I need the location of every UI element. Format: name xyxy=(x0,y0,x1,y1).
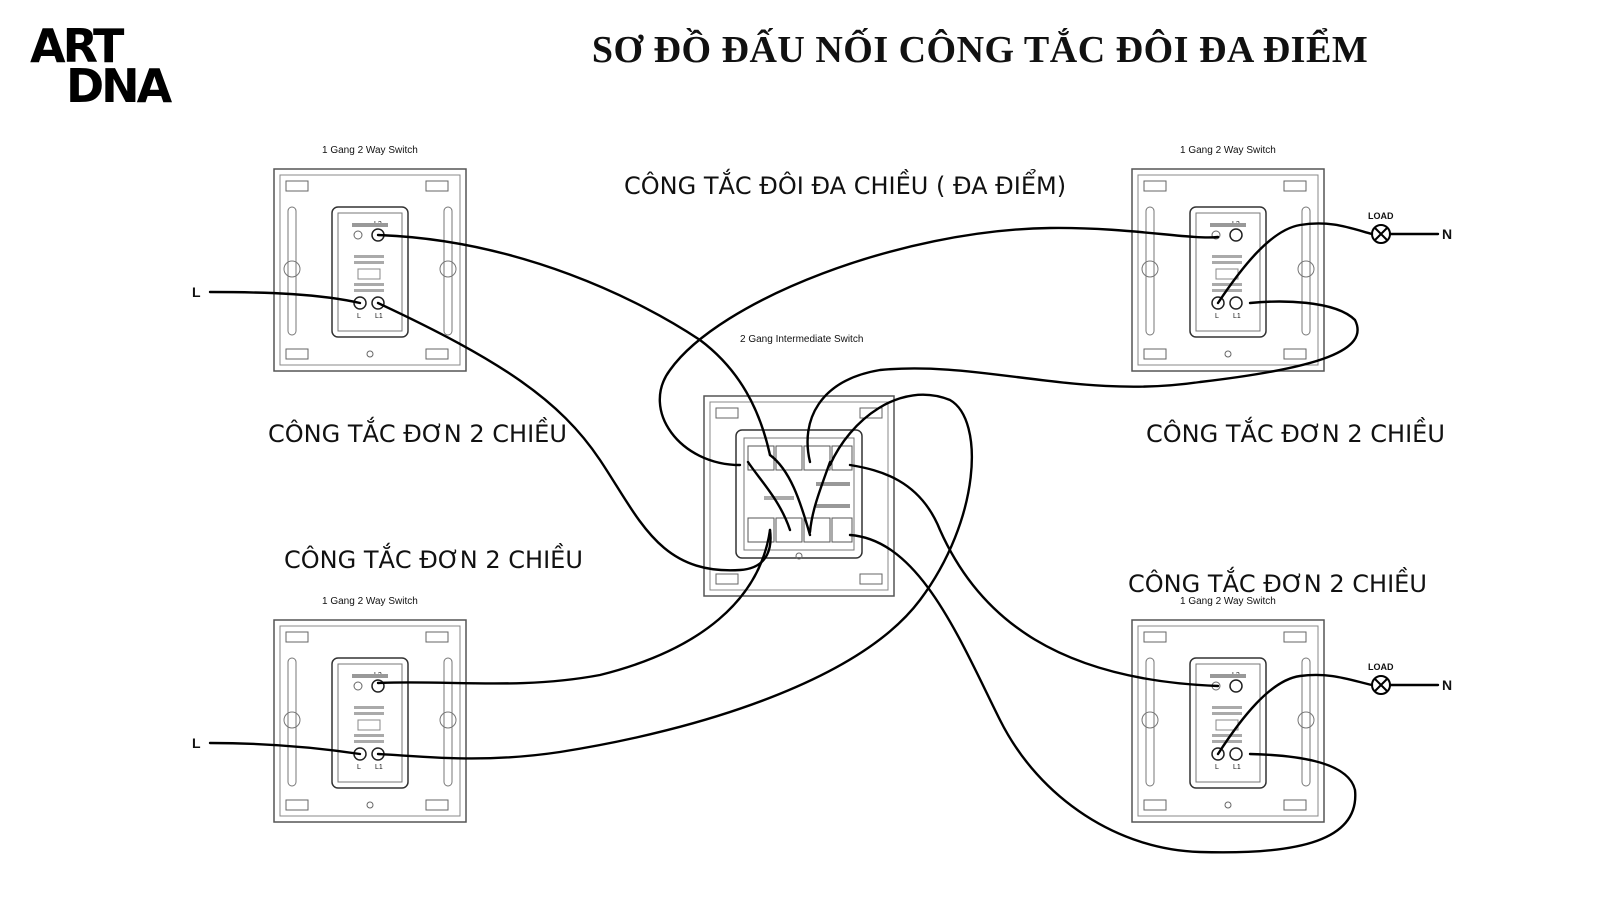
wire xyxy=(746,460,792,532)
caption-bottom-right: CÔNG TẮC ĐƠN 2 CHIỀU xyxy=(1128,570,1427,598)
wire xyxy=(1216,222,1374,305)
switch-label-top-left: 1 Gang 2 Way Switch xyxy=(322,145,418,156)
line-label-top: L xyxy=(192,284,201,300)
lamp-icon xyxy=(1371,224,1391,244)
terminal-l2-tl: L2 xyxy=(374,221,382,228)
terminal-l2-br: L2 xyxy=(1232,672,1240,679)
neutral-label-bottom: N xyxy=(1442,677,1453,693)
wire xyxy=(768,453,812,537)
lamp-icon xyxy=(1371,675,1391,695)
switch-bottom-right xyxy=(1131,619,1325,823)
switch-top-left xyxy=(273,168,467,372)
wire xyxy=(1216,673,1374,756)
terminal-l1-bl: L1 xyxy=(375,764,383,771)
switch-label-intermediate: 2 Gang Intermediate Switch xyxy=(740,334,864,345)
brand-logo: ART DNA xyxy=(30,19,172,113)
terminal-l1-tr: L1 xyxy=(1233,313,1241,320)
terminal-l1-br: L1 xyxy=(1233,764,1241,771)
caption-top-left: CÔNG TẮC ĐƠN 2 CHIỀU xyxy=(268,420,567,448)
terminal-l-tr: L xyxy=(1215,313,1219,320)
terminal-l1-tl: L1 xyxy=(375,313,383,320)
terminal-l-bl: L xyxy=(357,764,361,771)
switch-label-top-right: 1 Gang 2 Way Switch xyxy=(1180,145,1276,156)
caption-top-right: CÔNG TẮC ĐƠN 2 CHIỀU xyxy=(1146,420,1445,448)
page-title: SƠ ĐỒ ĐẤU NỐI CÔNG TẮC ĐÔI ĐA ĐIỂM xyxy=(591,29,1369,71)
terminal-l-tl: L xyxy=(357,313,361,320)
terminal-l2-tr: L2 xyxy=(1232,221,1240,228)
switch-label-bottom-right: 1 Gang 2 Way Switch xyxy=(1180,596,1276,607)
wires xyxy=(208,222,1440,854)
load-label-bottom: LOAD xyxy=(1368,662,1394,672)
wire xyxy=(808,460,832,534)
wire-line-top xyxy=(208,290,362,305)
wire-line-bottom xyxy=(208,741,362,756)
wire xyxy=(658,226,1220,467)
caption-intermediate: CÔNG TẮC ĐÔI ĐA CHIỀU ( ĐA ĐIỂM) xyxy=(624,172,1067,200)
terminal-l-br: L xyxy=(1215,764,1219,771)
wire xyxy=(376,393,973,760)
line-label-bottom: L xyxy=(192,735,201,751)
switch-bottom-left xyxy=(273,619,467,823)
terminal-l2-bl: L2 xyxy=(374,672,382,679)
neutral-label-top: N xyxy=(1442,226,1453,242)
switch-top-right xyxy=(1131,168,1325,372)
switch-intermediate xyxy=(703,395,895,597)
switch-label-bottom-left: 1 Gang 2 Way Switch xyxy=(322,596,418,607)
load-label-top: LOAD xyxy=(1368,211,1394,221)
caption-bottom-left: CÔNG TẮC ĐƠN 2 CHIỀU xyxy=(284,546,583,574)
